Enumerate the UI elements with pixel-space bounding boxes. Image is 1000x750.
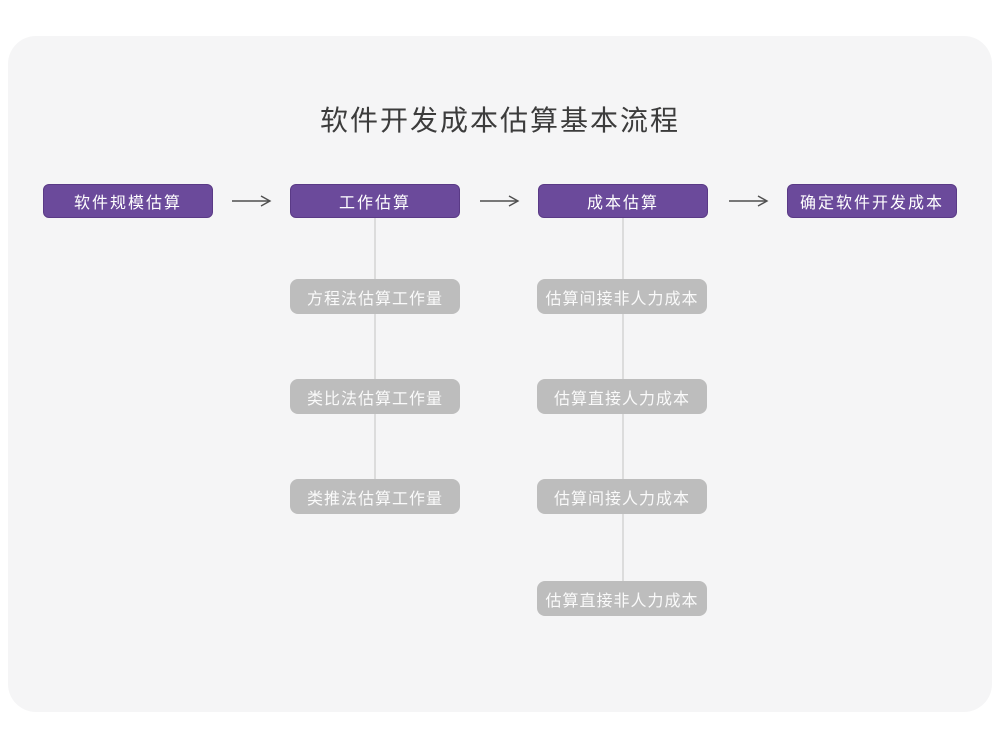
node-direct-nonlabor-cost: 估算直接非人力成本 xyxy=(537,581,707,616)
node-software-scale-estimation: 软件规模估算 xyxy=(43,184,213,218)
diagram-title: 软件开发成本估算基本流程 xyxy=(319,105,680,136)
node-indirect-labor-cost: 估算间接人力成本 xyxy=(537,479,707,514)
right-arrow-icon xyxy=(232,195,272,207)
diagram-canvas: 软件开发成本估算基本流程 软件规模估算 工作估算 成本估算 确定软件开发成本 方… xyxy=(8,36,992,712)
node-work-estimation: 工作估算 xyxy=(290,184,460,218)
right-arrow-icon xyxy=(729,195,769,207)
node-equation-method: 方程法估算工作量 xyxy=(290,279,460,314)
node-indirect-nonlabor-cost: 估算间接非人力成本 xyxy=(537,279,707,314)
node-analogy-method: 类比法估算工作量 xyxy=(290,379,460,414)
node-extrapolation-method: 类推法估算工作量 xyxy=(290,479,460,514)
node-direct-labor-cost: 估算直接人力成本 xyxy=(537,379,707,414)
node-cost-estimation: 成本估算 xyxy=(538,184,708,218)
connector-line-work-estimation xyxy=(374,218,376,498)
right-arrow-icon xyxy=(480,195,520,207)
node-determine-development-cost: 确定软件开发成本 xyxy=(787,184,957,218)
